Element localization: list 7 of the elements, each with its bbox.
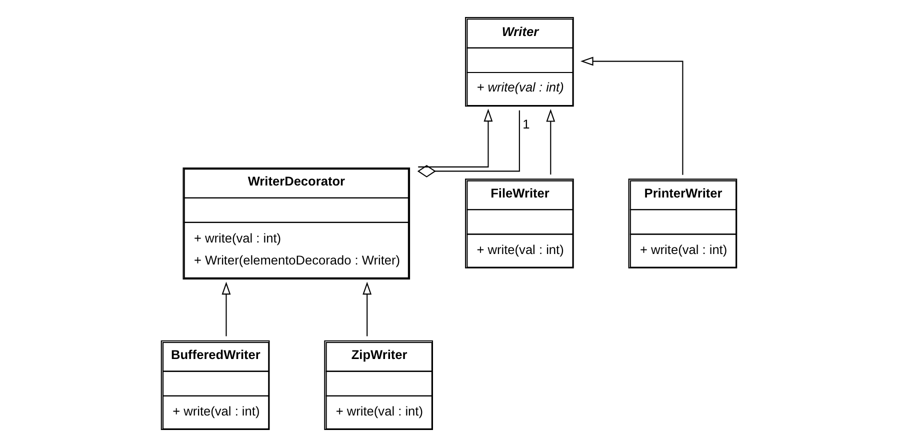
arrow (362, 281, 372, 336)
connector (416, 110, 520, 177)
arrow (221, 281, 230, 336)
arrow (546, 108, 555, 174)
edge-label: 1 (522, 116, 530, 131)
arrow (418, 108, 492, 167)
arrow (580, 56, 683, 174)
